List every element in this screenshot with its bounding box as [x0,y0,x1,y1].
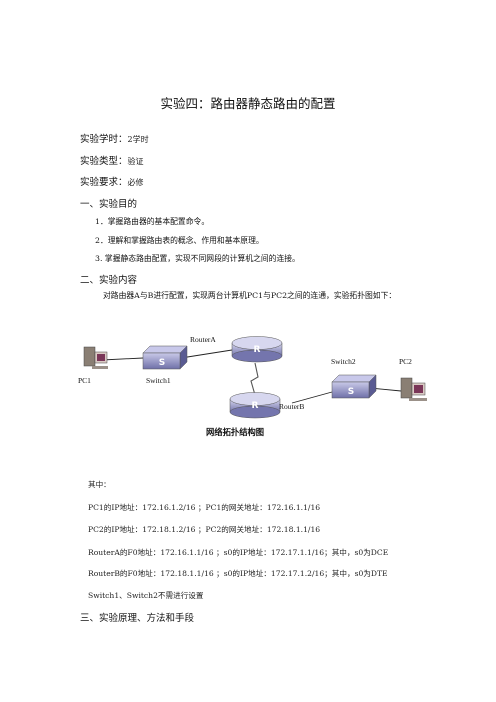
serial-link [250,362,259,396]
meta-requirement: 实验要求：必修 [80,174,144,188]
section-heading-principles: 三、实验原理、方法和手段 [80,613,195,624]
section-heading-objectives: 一、实验目的 [80,199,138,210]
objective-item: 1．掌握路由器的基本配置命令。 [95,217,210,226]
objective-item: 2．理解和掌握路由表的概念、作用和基本原理。 [95,236,264,245]
router-glyph: R [254,345,261,355]
label-pc1: PC1 [78,376,91,385]
config-line: PC2的IP地址：172.18.1.2/16 ；PC2的网关地址：172.18.… [88,525,321,534]
router-icon [229,392,281,419]
config-line: PC1的IP地址：172.16.1.2/16 ；PC1的网关地址：172.16.… [88,503,321,512]
pc-icon [400,377,427,401]
meta-type: 实验类型：验证 [80,153,144,167]
config-intro: 其中： [88,480,111,489]
router-icon [231,336,283,363]
section-heading-content: 二、实验内容 [80,275,138,286]
content-intro: 对路由器A与B进行配置，实现两台计算机PC1与PC2之间的连通，实验拓扑图如下： [103,291,397,300]
meta-hours: 实验学时：2学时 [80,131,149,145]
meta-label: 实验学时： [80,134,128,145]
meta-label: 实验类型： [80,156,128,167]
switch-glyph: S [159,358,165,368]
router-glyph: R [252,401,259,411]
diagram-caption: 网络拓扑结构图 [206,427,265,437]
meta-label: 实验要求： [80,177,128,188]
objective-item: 3. 掌握静态路由配置，实现不同网段的计算机之间的连接。 [95,254,300,263]
config-line: Switch1、Switch2不需进行设置 [88,591,204,600]
label-routera: RouterA [190,335,216,344]
meta-value: 2学时 [127,135,149,144]
label-switch2: Switch2 [331,357,356,366]
switch-glyph: S [348,387,354,397]
link-routerb-switch2 [291,391,333,404]
meta-value: 验证 [127,157,144,166]
label-switch1: Switch1 [146,376,171,385]
link-pc1-switch1 [101,357,144,361]
link-switch1-routera [180,349,233,359]
config-line: RouterB的F0地址：172.18.1.1/16 ；s0的IP地址：172.… [88,569,388,578]
config-line: RouterA的F0地址：172.16.1.1/16 ；s0的IP地址：172.… [88,548,389,557]
switch-icon [142,345,188,370]
pc-icon [83,346,108,369]
label-routerb: RouterB [279,402,305,411]
meta-value: 必修 [127,178,144,187]
page-title: 实验四：路由器静态路由的配置 [160,96,336,111]
label-pc2: PC2 [399,357,412,366]
switch-icon [331,374,377,399]
